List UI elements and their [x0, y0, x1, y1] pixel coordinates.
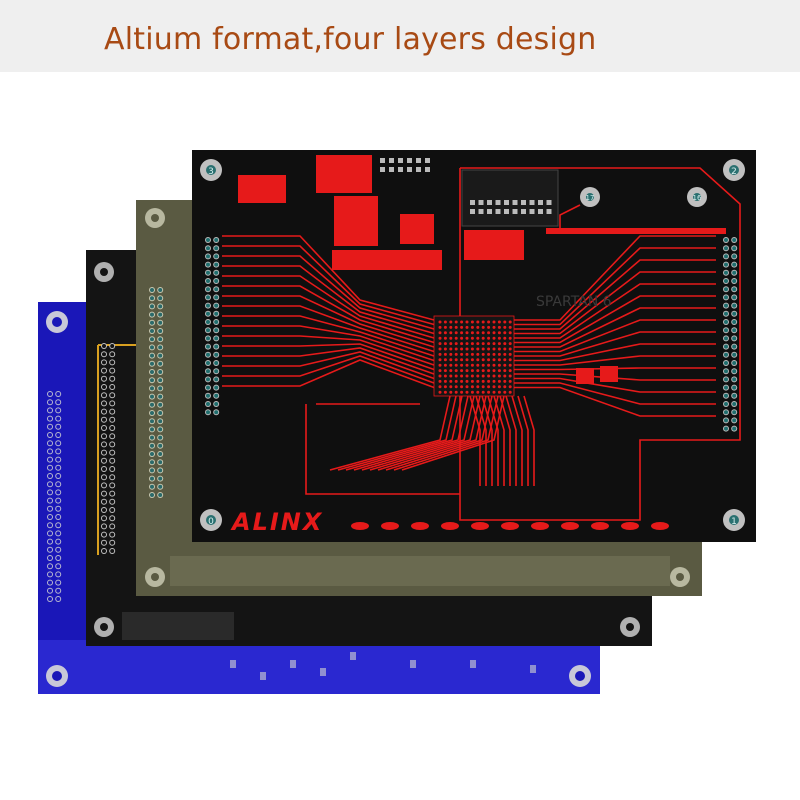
hole-label-0: 0 — [208, 517, 214, 527]
inner-layer-2-pin-header — [101, 343, 116, 554]
hole-label-1: 1 — [731, 517, 737, 527]
bottom-layer-mounting-holes — [46, 311, 591, 687]
inner-layer-2-mounting-holes — [94, 262, 640, 637]
bottom-layer-pin-header — [47, 391, 62, 602]
fpga-bga-footprint — [433, 315, 515, 397]
inner-layer-1-mounting-holes — [145, 208, 690, 587]
top-layer-mounting-holes: 3 2 17 16 0 1 — [200, 159, 745, 531]
top-layer-copper-pours — [238, 155, 726, 384]
top-layer-board: SPARTAN 6 3 2 17 16 0 1 ALINX — [192, 150, 756, 542]
banner-title: Altium format,four layers design — [104, 22, 597, 57]
top-layer-smd-pads — [351, 522, 669, 530]
inner-layer-1-plane — [170, 556, 670, 586]
inner-layer-1-pin-header — [149, 287, 164, 498]
hole-label-3: 3 — [208, 167, 214, 177]
top-layer-traces — [222, 167, 741, 521]
inner-layer-2-plane — [122, 612, 234, 640]
top-layer-connector — [380, 158, 559, 227]
bottom-layer-components — [230, 652, 536, 680]
fpga-silkscreen-label: SPARTAN 6 — [536, 294, 612, 310]
bottom-layer-strip — [38, 640, 600, 694]
hole-label-16: 16 — [693, 194, 702, 202]
hole-label-2: 2 — [731, 167, 737, 177]
alinx-logo: ALINX — [230, 508, 323, 536]
hole-label-17: 17 — [586, 194, 595, 202]
top-layer-pin-headers — [205, 237, 738, 432]
title-banner: Altium format,four layers design — [0, 0, 800, 72]
